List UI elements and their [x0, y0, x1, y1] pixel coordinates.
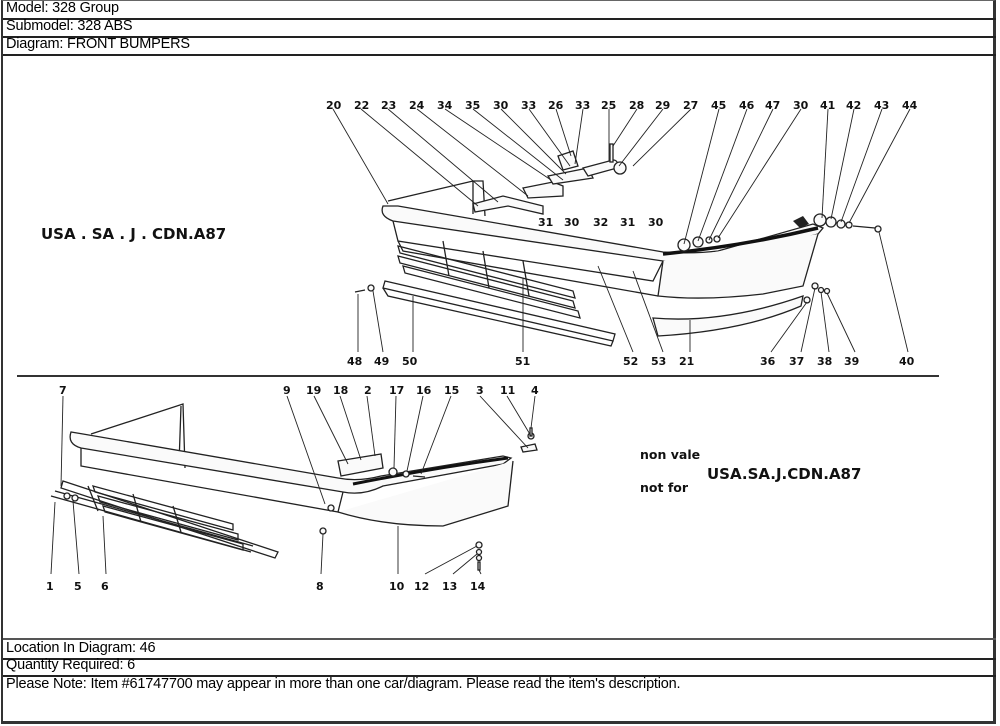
callout: 35: [465, 99, 480, 112]
callout: 9: [283, 384, 291, 397]
callout: 30: [564, 216, 580, 229]
callout: 19: [306, 384, 321, 397]
callout: 28: [629, 99, 644, 112]
callout: 39: [844, 355, 859, 368]
callout: 34: [437, 99, 453, 112]
callout: 48: [347, 355, 362, 368]
callout: 1: [46, 580, 54, 593]
callout: 3: [476, 384, 484, 397]
lower-callouts-top: 7 9 19 18 2 17 16 15 3 11 4: [59, 384, 539, 397]
callout: 31: [620, 216, 635, 229]
callout: 46: [739, 99, 755, 112]
parts-diagram: USA . SA . J . CDN.A87: [3, 56, 993, 636]
callout: 11: [500, 384, 515, 397]
upper-callouts-mid: 31 30 32 31 30: [538, 216, 664, 229]
item-note: Please Note: Item #61747700 may appear i…: [6, 676, 681, 692]
callout: 21: [679, 355, 694, 368]
callout: 52: [623, 355, 638, 368]
callout: 24: [409, 99, 425, 112]
callout: 18: [333, 384, 348, 397]
callout: 17: [389, 384, 404, 397]
callout: 53: [651, 355, 666, 368]
callout: 36: [760, 355, 776, 368]
upper-region-label: USA . SA . J . CDN.A87: [41, 225, 226, 243]
callout: 51: [515, 355, 530, 368]
lower-region-label: USA.SA.J.CDN.A87: [707, 465, 861, 483]
callout: 12: [414, 580, 429, 593]
callout: 20: [326, 99, 342, 112]
callout: 29: [655, 99, 670, 112]
callout: 44: [902, 99, 918, 112]
callout: 33: [521, 99, 536, 112]
callout: 40: [899, 355, 915, 368]
model-label: Model: 328 Group: [3, 0, 996, 20]
upper-callouts-bottom: 48 49 50 51 52 53 21 36 37 38 39 40: [347, 355, 915, 368]
lower-leader-lines: [50, 395, 536, 575]
upper-leader-lines: [332, 108, 911, 353]
callout: 31: [538, 216, 553, 229]
lower-bumper-drawing: [50, 403, 538, 571]
callout: 16: [416, 384, 432, 397]
callout: 6: [101, 580, 109, 593]
callout: 43: [874, 99, 889, 112]
callout: 10: [389, 580, 405, 593]
submodel-label: Submodel: 328 ABS: [3, 18, 996, 38]
callout: 49: [374, 355, 389, 368]
callout: 14: [470, 580, 486, 593]
callout: 30: [493, 99, 509, 112]
lower-callouts-bottom: 1 5 6 8 10 12 13 14: [46, 580, 486, 593]
callout: 32: [593, 216, 608, 229]
callout: 22: [354, 99, 369, 112]
callout: 41: [820, 99, 835, 112]
callout: 13: [442, 580, 457, 593]
upper-bumper-drawing: [354, 143, 882, 347]
callout: 33: [575, 99, 590, 112]
callout: 26: [548, 99, 564, 112]
callout: 25: [601, 99, 616, 112]
callout: 4: [531, 384, 539, 397]
callout: 30: [793, 99, 809, 112]
callout: 27: [683, 99, 698, 112]
callout: 42: [846, 99, 861, 112]
callout: 37: [789, 355, 804, 368]
note-not-for: not for: [640, 480, 689, 495]
callout: 45: [711, 99, 726, 112]
callout: 30: [648, 216, 664, 229]
callout: 8: [316, 580, 324, 593]
callout: 7: [59, 384, 67, 397]
quantity-required: Quantity Required: 6: [3, 657, 996, 677]
callout: 47: [765, 99, 780, 112]
callout: 5: [74, 580, 82, 593]
callout: 50: [402, 355, 418, 368]
diagram-title: Diagram: FRONT BUMPERS: [3, 36, 996, 56]
callout: 2: [364, 384, 372, 397]
callout: 38: [817, 355, 832, 368]
note-non-vale: non vale: [640, 447, 700, 462]
callout: 15: [444, 384, 459, 397]
upper-callouts-top: 20 22 23 24 34 35 30 33 26 33 25 28 29 2…: [326, 99, 918, 112]
callout: 23: [381, 99, 396, 112]
location-in-diagram: Location In Diagram: 46: [3, 638, 996, 660]
